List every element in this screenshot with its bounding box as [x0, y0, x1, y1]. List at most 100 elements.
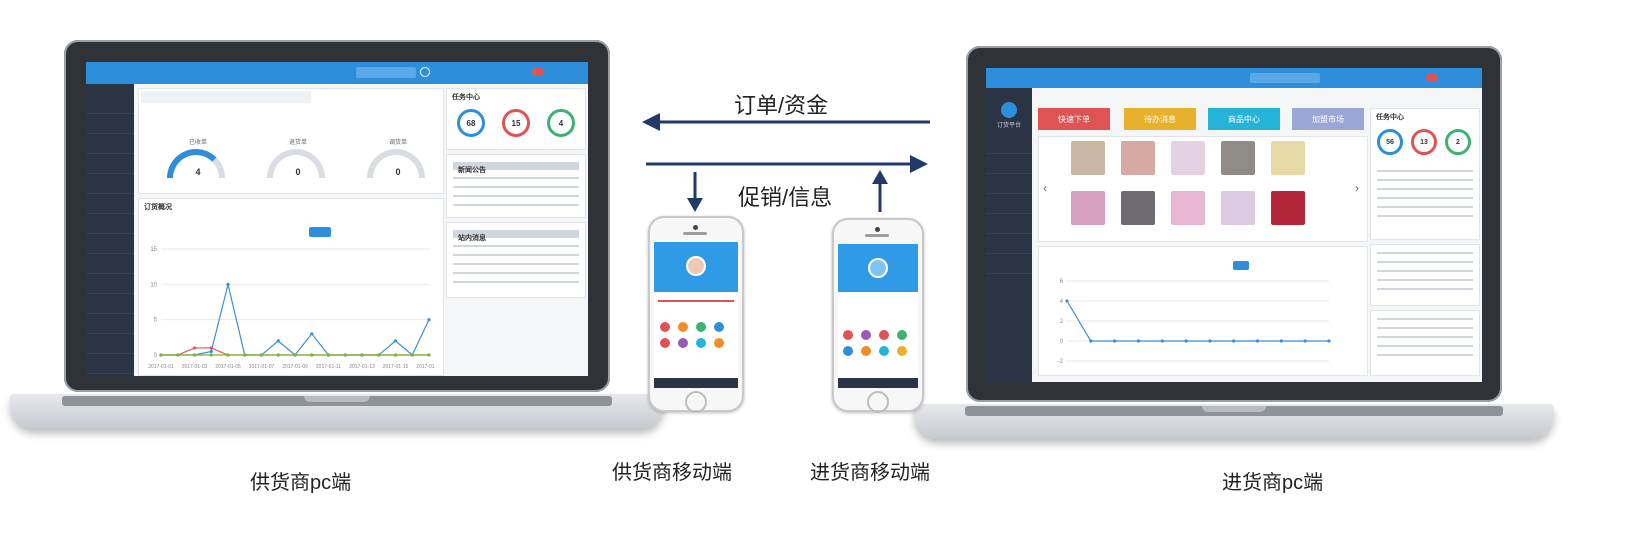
- retailer-pc-screen: 订货平台 快速下单 待办消息 商品中心 加盟市场 ‹ › 6420-2 任务中心…: [986, 68, 1482, 382]
- product-thumbnail[interactable]: [1221, 141, 1255, 175]
- quick-order-button[interactable]: 快速下单: [1038, 108, 1110, 130]
- grid-icon[interactable]: [897, 330, 907, 340]
- grid-icon[interactable]: [879, 346, 889, 356]
- sidebar-item[interactable]: [986, 134, 1032, 154]
- sidebar-title: 订货平台: [986, 120, 1032, 129]
- product-gallery: ‹ ›: [1038, 136, 1368, 242]
- product-thumbnail[interactable]: [1221, 191, 1255, 225]
- grid-icon[interactable]: [678, 322, 688, 332]
- product-thumbnail[interactable]: [1271, 191, 1305, 225]
- grid-icon[interactable]: [660, 322, 670, 332]
- grid-icon[interactable]: [714, 322, 724, 332]
- sidebar-item[interactable]: [86, 314, 134, 334]
- function-grid: [660, 322, 724, 348]
- y-tick-label: 5: [154, 318, 158, 324]
- query-button[interactable]: [1233, 261, 1249, 270]
- sidebar-item[interactable]: [86, 254, 134, 274]
- task-ring[interactable]: 4: [547, 109, 575, 137]
- x-tick-label: 2017-01-13: [349, 364, 375, 370]
- search-icon[interactable]: [420, 67, 430, 77]
- data-point: [377, 353, 380, 356]
- task-ring[interactable]: 13: [1411, 129, 1437, 155]
- grid-icon[interactable]: [843, 346, 853, 356]
- sidebar-item[interactable]: [86, 194, 134, 214]
- product-thumbnail[interactable]: [1171, 141, 1205, 175]
- query-button[interactable]: [309, 227, 331, 237]
- sidebar-item[interactable]: [986, 174, 1032, 194]
- message-badge[interactable]: [532, 68, 544, 76]
- sidebar-item[interactable]: [986, 214, 1032, 234]
- product-thumbnail[interactable]: [1071, 141, 1105, 175]
- grid-icon[interactable]: [861, 346, 871, 356]
- product-thumbnail[interactable]: [1271, 141, 1305, 175]
- sidebar-item[interactable]: [986, 154, 1032, 174]
- data-point: [394, 339, 397, 342]
- sidebar-item[interactable]: [86, 274, 134, 294]
- chevron-left-icon[interactable]: ‹: [1043, 181, 1047, 195]
- data-point: [210, 350, 213, 353]
- sidebar-item[interactable]: [86, 114, 134, 134]
- x-tick-label: 2017-01-17: [416, 364, 435, 370]
- search-input[interactable]: [1250, 73, 1320, 83]
- chevron-right-icon[interactable]: ›: [1355, 181, 1359, 195]
- product-thumbnail[interactable]: [1121, 191, 1155, 225]
- sidebar-item[interactable]: [86, 334, 134, 354]
- sidebar-item[interactable]: [86, 174, 134, 194]
- data-point: [1184, 339, 1187, 342]
- sidebar-item[interactable]: [86, 354, 134, 374]
- data-point: [1161, 339, 1164, 342]
- task-ring[interactable]: 2: [1445, 129, 1471, 155]
- sidebar-item[interactable]: [86, 214, 134, 234]
- grid-icon[interactable]: [660, 338, 670, 348]
- product-center-button[interactable]: 商品中心: [1208, 108, 1280, 130]
- grid-icon[interactable]: [696, 322, 706, 332]
- sidebar-item[interactable]: [986, 254, 1032, 274]
- panel-title: 新闻公告: [453, 162, 579, 170]
- task-ring[interactable]: 68: [457, 109, 485, 137]
- grid-icon[interactable]: [678, 338, 688, 348]
- sidebar-item[interactable]: [86, 234, 134, 254]
- sidebar-item[interactable]: [86, 134, 134, 154]
- sidebar-item[interactable]: [86, 94, 134, 114]
- sidebar-item[interactable]: [86, 154, 134, 174]
- task-ring[interactable]: 56: [1377, 129, 1403, 155]
- supplier-phone: [648, 216, 744, 412]
- gauge-value: 0: [269, 167, 327, 177]
- data-point: [1089, 339, 1092, 342]
- sidebar-item[interactable]: [86, 294, 134, 314]
- gauge-label: 退货单: [269, 137, 327, 146]
- grid-icon[interactable]: [861, 330, 871, 340]
- sidebar-item[interactable]: [986, 234, 1032, 254]
- sidebar: [86, 84, 134, 376]
- task-center-panel: 任务中心 56 13 2: [1370, 108, 1480, 240]
- grid-icon[interactable]: [879, 330, 889, 340]
- x-tick-label: 2017-01-09: [282, 364, 308, 370]
- sidebar-item[interactable]: [986, 194, 1032, 214]
- grid-icon[interactable]: [696, 338, 706, 348]
- product-thumbnail[interactable]: [1071, 191, 1105, 225]
- grid-icon[interactable]: [843, 330, 853, 340]
- data-point: [1113, 339, 1116, 342]
- task-ring[interactable]: 15: [502, 109, 530, 137]
- home-button: [867, 391, 889, 413]
- retailer-phone: [832, 218, 924, 412]
- data-point: [360, 353, 363, 356]
- data-point: [1304, 339, 1307, 342]
- data-point: [193, 353, 196, 356]
- task-center-panel: 任务中心 68 15 4: [446, 88, 586, 150]
- product-thumbnail[interactable]: [1171, 191, 1205, 225]
- arrow-to-supplier-head: [642, 113, 660, 131]
- grid-icon[interactable]: [714, 338, 724, 348]
- gauge-value: 4: [169, 167, 227, 177]
- franchise-market-button[interactable]: 加盟市场: [1292, 108, 1364, 130]
- platform-logo-icon: [1001, 102, 1017, 118]
- message-badge[interactable]: [1426, 74, 1438, 82]
- grid-icon[interactable]: [897, 346, 907, 356]
- search-input[interactable]: [356, 67, 416, 78]
- product-thumbnail[interactable]: [1121, 141, 1155, 175]
- data-point: [1208, 339, 1211, 342]
- y-tick-label: 2: [1060, 319, 1064, 325]
- todo-messages-button[interactable]: 待办消息: [1124, 108, 1196, 130]
- data-point: [243, 353, 246, 356]
